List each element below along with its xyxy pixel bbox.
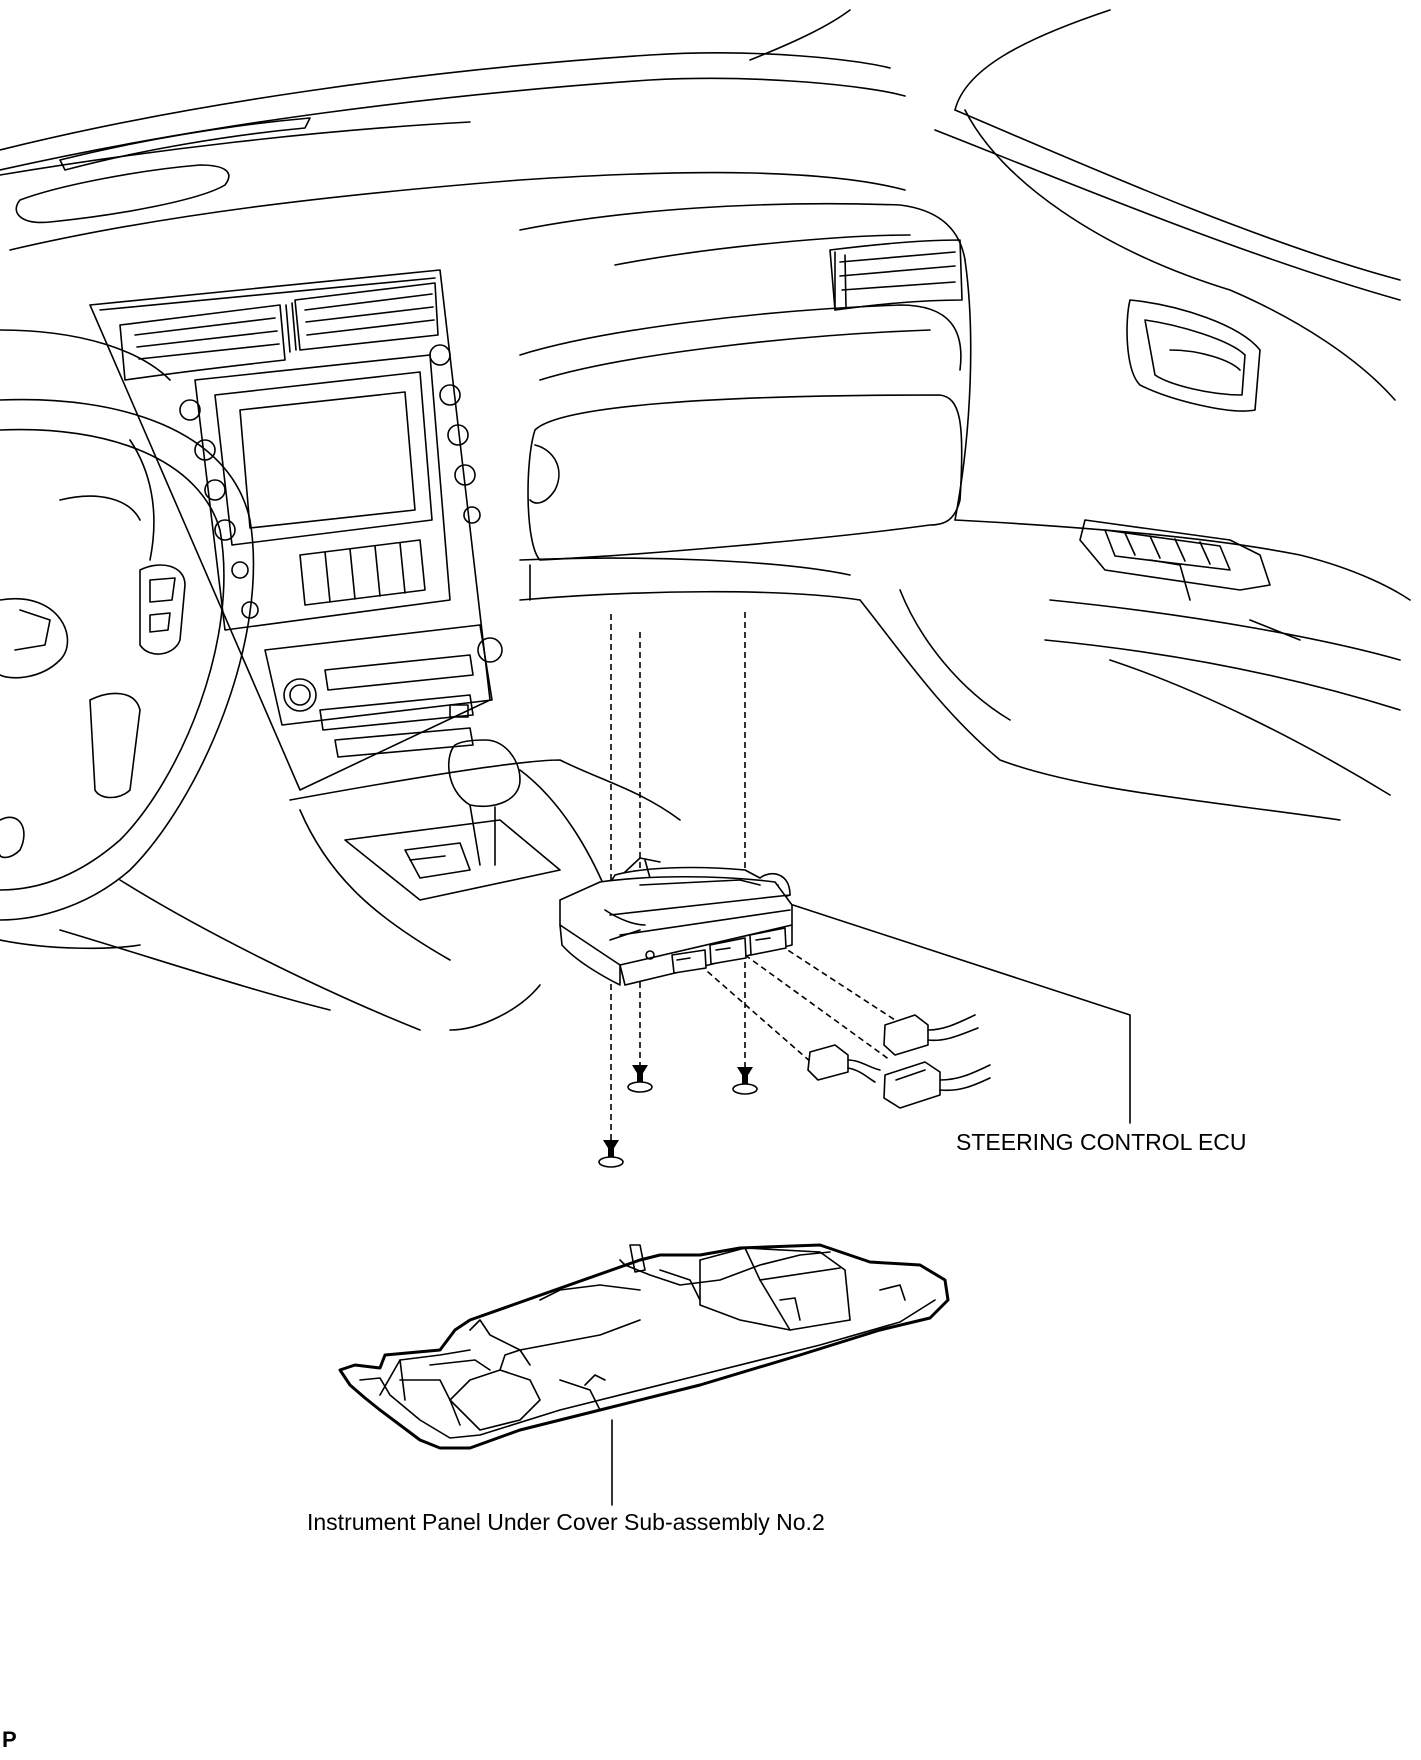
figure-code: P: [2, 1727, 17, 1752]
steering-control-ecu-part: [559, 857, 991, 1109]
screw-icon: [732, 1067, 758, 1095]
ecu-label: STEERING CONTROL ECU: [956, 1129, 1247, 1155]
under-cover-label: Instrument Panel Under Cover Sub-assembl…: [307, 1509, 825, 1535]
mounting-guide-lines: [610, 612, 896, 1143]
leader-lines: [611, 904, 1131, 1506]
screws: [598, 1065, 758, 1168]
under-cover-part: [338, 1243, 950, 1450]
dashboard-illustration: [0, 9, 1411, 1031]
screw-icon: [598, 1140, 624, 1168]
screw-icon: [627, 1065, 653, 1093]
